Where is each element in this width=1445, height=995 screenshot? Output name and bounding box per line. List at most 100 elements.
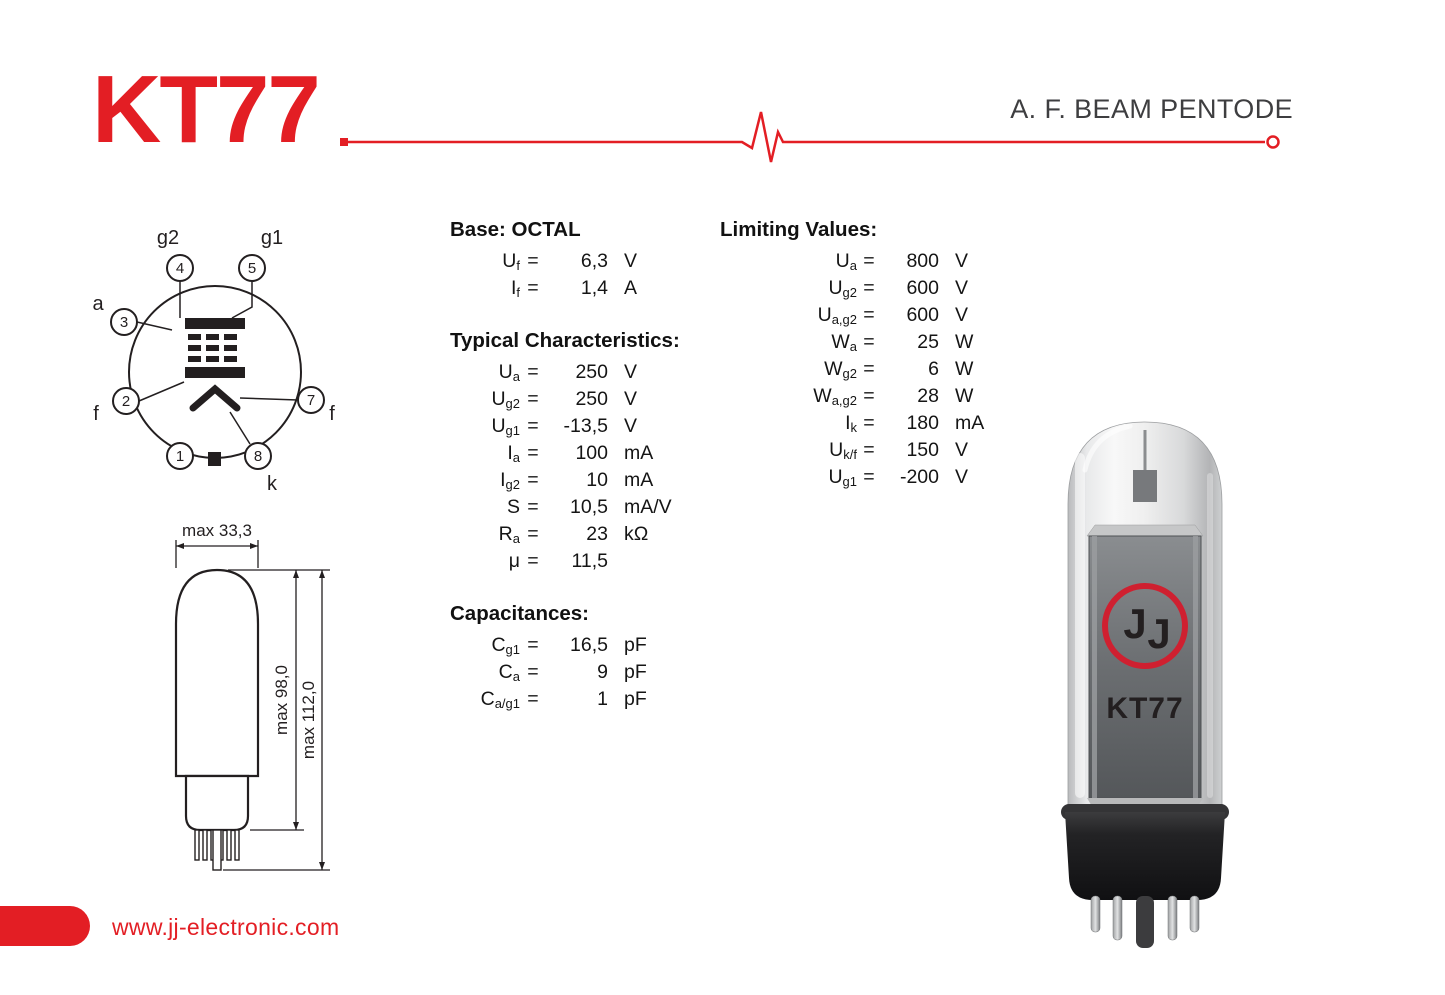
spec-row: Wa = 25 W (720, 331, 1019, 358)
spec-value: 28 (917, 385, 939, 407)
spec-label: Ug1 (491, 415, 520, 438)
equals-sign: = (863, 250, 875, 272)
spec-row: μ = 11,5 (450, 550, 698, 577)
equals-sign: = (527, 469, 539, 491)
key-pin (1136, 896, 1154, 948)
equals-sign: = (863, 358, 875, 380)
spec-value: 100 (575, 442, 608, 464)
spec-row: Ug1 = -200 V (720, 466, 1019, 493)
tube-model-print: KT77 (1106, 692, 1183, 725)
spec-value: 23 (586, 523, 608, 545)
pin-number-1: 1 (176, 448, 184, 465)
equals-sign: = (527, 388, 539, 410)
electrode-label-a: a (92, 293, 104, 315)
spec-value: -13,5 (563, 415, 608, 437)
spec-value: 180 (906, 412, 939, 434)
dimension-width-label: max 33,3 (182, 521, 252, 540)
spec-unit: kΩ (624, 523, 649, 545)
pin-number-8: 8 (254, 448, 262, 465)
spec-row: Ua = 800 V (720, 250, 1019, 277)
spec-label: μ (508, 550, 520, 572)
equals-sign: = (527, 550, 539, 572)
website-link[interactable]: www.jj-electronic.com (112, 914, 340, 940)
spec-label: Ug1 (828, 466, 857, 489)
spec-label: Wg2 (824, 358, 857, 381)
spec-row: Cg1 = 16,5 pF (450, 634, 698, 661)
spec-label: Ik (845, 412, 857, 435)
section-heading-limiting: Limiting Values: (720, 218, 878, 241)
pin-number-7: 7 (307, 392, 315, 409)
spec-label: S (506, 496, 520, 518)
spec-unit: A (624, 277, 638, 299)
spec-row: Wa,g2 = 28 W (720, 385, 1019, 412)
heartbeat-path (346, 111, 1265, 163)
pin-number-5: 5 (248, 260, 256, 277)
spec-value: 600 (906, 304, 939, 326)
spec-row: Ug2 = 600 V (720, 277, 1019, 304)
top-mica (1086, 524, 1204, 537)
spec-value: 6,3 (580, 250, 608, 272)
spec-row: Ug2 = 250 V (450, 388, 698, 415)
spec-value: 25 (917, 331, 939, 353)
spec-label: Ua (498, 361, 520, 384)
spec-label: Ug2 (491, 388, 520, 411)
spec-unit: mA/V (624, 496, 672, 518)
equals-sign: = (863, 304, 875, 326)
spec-value: 800 (906, 250, 939, 272)
section-capacitances: Capacitances: Cg1 = 16,5 pF Ca = 9 pF Ca… (450, 602, 698, 715)
line-start-square (340, 138, 348, 146)
equals-sign: = (863, 466, 875, 488)
spec-row: Ua,g2 = 600 V (720, 304, 1019, 331)
spec-unit: pF (624, 634, 647, 656)
spec-unit: V (624, 388, 638, 410)
spec-unit: mA (624, 442, 654, 464)
jj-logo-letter: J (1147, 610, 1170, 657)
pulse-divider-line (340, 111, 1280, 163)
section-base: Base: OCTAL Uf = 6,3 V If = 1,4 A (450, 218, 698, 304)
spec-unit: V (624, 415, 638, 437)
electrode-label-k: k (267, 473, 278, 495)
spec-value: 10,5 (570, 496, 608, 518)
electrode-label-f-right: f (329, 403, 335, 425)
equals-sign: = (527, 361, 539, 383)
spec-unit: pF (624, 661, 647, 683)
spec-row: Ia = 100 mA (450, 442, 698, 469)
footer-accent-tab (0, 906, 90, 946)
spec-unit: W (955, 358, 974, 380)
tube-pins (1090, 895, 1200, 948)
spec-unit: V (955, 304, 969, 326)
section-limiting: Limiting Values: Ua = 800 V Ug2 = 600 V … (720, 218, 1019, 493)
spec-row: Wg2 = 6 W (720, 358, 1019, 385)
spec-label: Ca/g1 (480, 688, 520, 711)
spec-label: Ia (507, 442, 520, 465)
spec-row: Ca = 9 pF (450, 661, 698, 688)
pin-number-2: 2 (122, 393, 130, 410)
spec-value: 150 (906, 439, 939, 461)
spec-row: Ig2 = 10 mA (450, 469, 698, 496)
pin-number-3: 3 (120, 314, 128, 331)
spec-row: S = 10,5 mA/V (450, 496, 698, 523)
equals-sign: = (527, 250, 539, 272)
getter-support (1133, 470, 1157, 502)
spec-column-right: Limiting Values: Ua = 800 V Ug2 = 600 V … (720, 218, 1019, 518)
line-end-circle (1266, 135, 1280, 149)
spec-value: 250 (575, 388, 608, 410)
equals-sign: = (527, 661, 539, 683)
spec-value: 1 (597, 688, 608, 710)
spec-row: Ra = 23 kΩ (450, 523, 698, 550)
spec-value: 16,5 (570, 634, 608, 656)
spec-label: Uf (502, 250, 520, 273)
spec-row: Ik = 180 mA (720, 412, 1019, 439)
jj-logo-circle (1102, 583, 1188, 669)
equals-sign: = (527, 277, 539, 299)
spec-unit: V (624, 250, 638, 272)
key-spigot (208, 452, 221, 466)
dimension-height-outer-label: max 112,0 (299, 681, 318, 759)
spec-value: -200 (899, 466, 939, 488)
jj-logo-letter: J (1123, 600, 1146, 647)
electrode-label-f-left: f (93, 403, 99, 425)
spec-unit: mA (624, 469, 654, 491)
spec-row: Ug1 = -13,5 V (450, 415, 698, 442)
equals-sign: = (527, 634, 539, 656)
spec-value: 600 (906, 277, 939, 299)
